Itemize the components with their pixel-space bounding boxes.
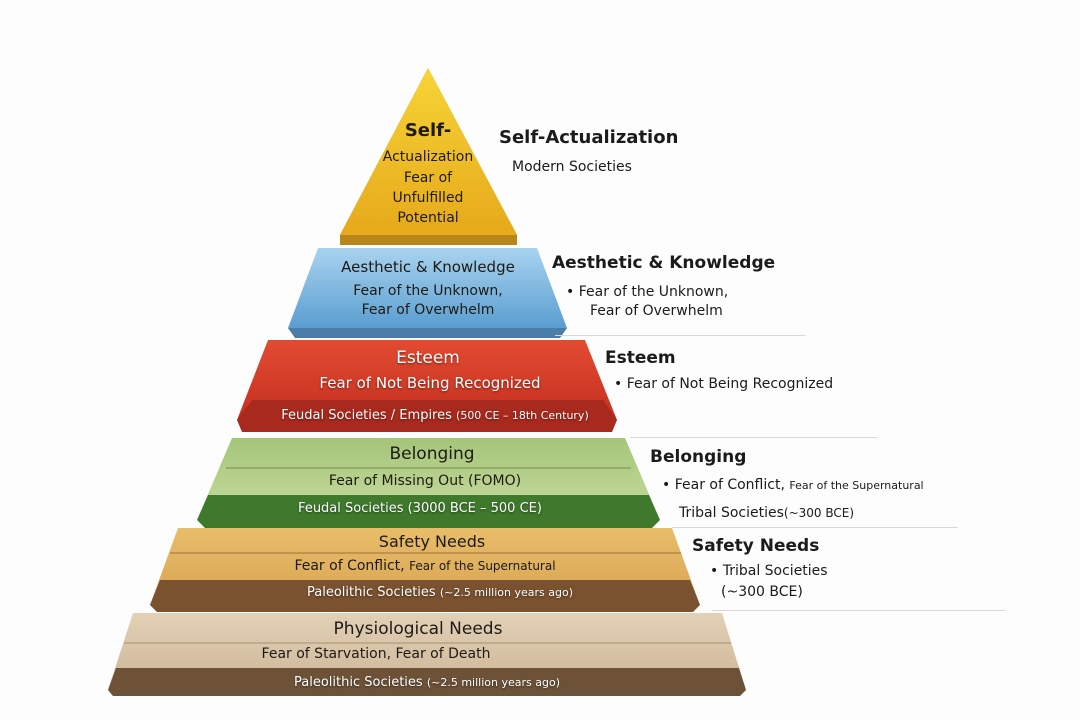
- label-belonging-b1: • Fear of Conflict, Fear of the Supernat…: [662, 477, 924, 493]
- aesthetic-title: Aesthetic & Knowledge: [341, 258, 515, 276]
- aesthetic-fear2: Fear of Overwhelm: [361, 302, 495, 318]
- esteem-era: Feudal Societies / Empires (500 CE – 18t…: [281, 408, 589, 423]
- divider: [555, 335, 805, 336]
- belonging-title: Belonging: [389, 444, 475, 464]
- divider: [712, 610, 1005, 611]
- physio-fear: Fear of Starvation, Fear of Death: [261, 646, 491, 662]
- self-title: Self-: [404, 120, 452, 141]
- label-belonging-sub: Tribal Societies(~300 BCE): [679, 505, 855, 521]
- belonging-fear: Fear of Missing Out (FOMO): [328, 473, 522, 489]
- divider: [672, 527, 958, 528]
- tier-aesthetic: [288, 248, 567, 338]
- label-safety-title: Safety Needs: [692, 536, 820, 556]
- tier-esteem: [237, 340, 617, 432]
- aesthetic-fear1: Fear of the Unknown,: [353, 283, 503, 299]
- tier-safety: [150, 528, 700, 612]
- label-aesthetic-title: Aesthetic & Knowledge: [552, 253, 776, 273]
- label-self-sub: Modern Societies: [512, 159, 632, 175]
- physio-era: Paleolithic Societies (~2.5 million year…: [294, 675, 560, 690]
- esteem-fear: Fear of Not Being Recognized: [319, 374, 541, 392]
- label-esteem-b1: • Fear of Not Being Recognized: [614, 376, 834, 392]
- safety-title: Safety Needs: [378, 532, 486, 551]
- divider: [630, 437, 877, 438]
- tier-physiological: [108, 613, 746, 696]
- label-belonging-title: Belonging: [650, 447, 747, 467]
- physio-title: Physiological Needs: [333, 619, 503, 639]
- label-esteem-title: Esteem: [605, 348, 676, 368]
- tier-self-actualization: [340, 68, 517, 245]
- belonging-era: Feudal Societies (3000 BCE – 500 CE): [298, 501, 542, 516]
- label-aesthetic-b1: • Fear of the Unknown,: [566, 284, 729, 300]
- self-fear2: Unfulfilled: [392, 190, 464, 206]
- self-fear1: Fear of: [403, 170, 453, 186]
- safety-era: Paleolithic Societies (~2.5 million year…: [307, 585, 573, 600]
- self-title2: Actualization: [382, 149, 474, 165]
- label-self-title: Self-Actualization: [499, 127, 679, 148]
- tier-belonging: [197, 438, 660, 528]
- esteem-title: Esteem: [396, 348, 460, 368]
- self-fear3: Potential: [397, 210, 459, 226]
- safety-fear: Fear of Conflict, Fear of the Supernatur…: [294, 558, 556, 574]
- label-aesthetic-b2: Fear of Overwhelm: [590, 303, 723, 319]
- label-safety-b1: • Tribal Societies: [710, 563, 828, 579]
- label-safety-b2: (~300 BCE): [721, 584, 803, 600]
